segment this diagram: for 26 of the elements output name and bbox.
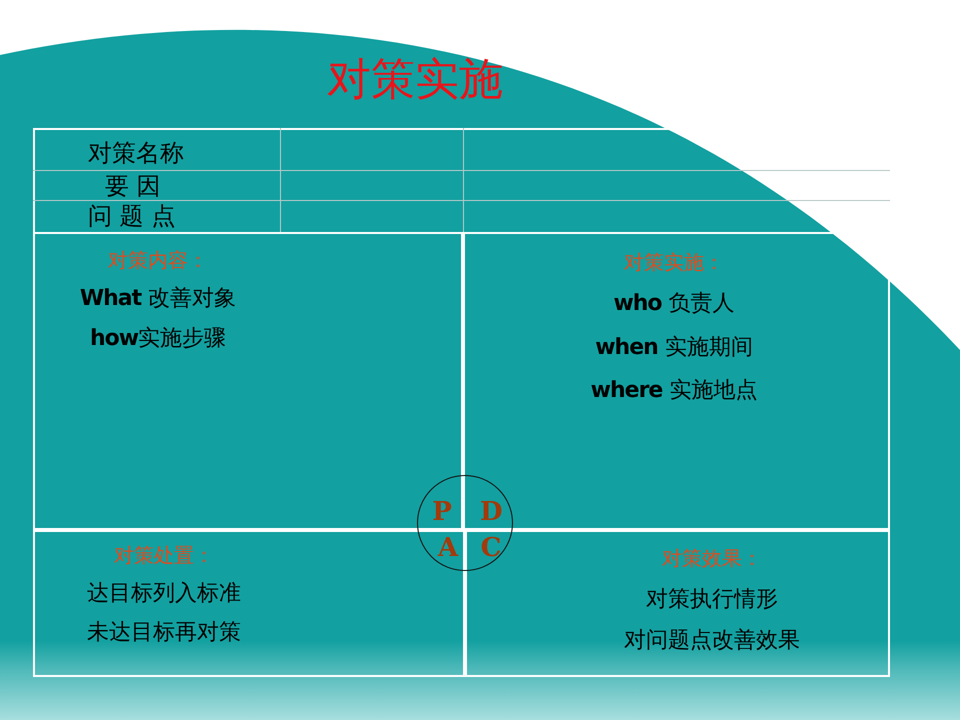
pdca-letter: P [431,497,453,527]
list-item: 对策执行情形 [646,586,778,614]
pdca-letter: C [480,533,502,563]
section-panel [33,232,463,530]
list-item: where 实施地点 [590,377,758,405]
list-item: how实施步骤 [90,325,226,353]
slide-title: 对策实施 [327,54,503,106]
section-panel [465,530,890,677]
section-heading: 对策效果： [662,545,762,572]
section-heading: 对策处置： [114,542,214,569]
section-panel [33,530,465,677]
list-item: 对问题点改善效果 [624,627,800,655]
pdca-circle [417,475,513,571]
row-label: 对策名称 [88,139,184,167]
list-item: 达目标列入标准 [87,580,241,608]
pdca-letter: A [437,533,459,563]
section-panel [463,232,890,530]
list-item: 未达目标再对策 [87,619,241,647]
section-heading: 对策内容： [108,247,208,274]
list-item: when 实施期间 [595,334,753,362]
row-label: 问 题 点 [88,202,176,230]
list-item: who 负责人 [613,290,735,318]
list-item: What 改善对象 [80,285,236,313]
row-label: 要 因 [105,172,161,200]
pdca-letter: D [480,497,502,527]
section-heading: 对策实施： [624,249,724,276]
